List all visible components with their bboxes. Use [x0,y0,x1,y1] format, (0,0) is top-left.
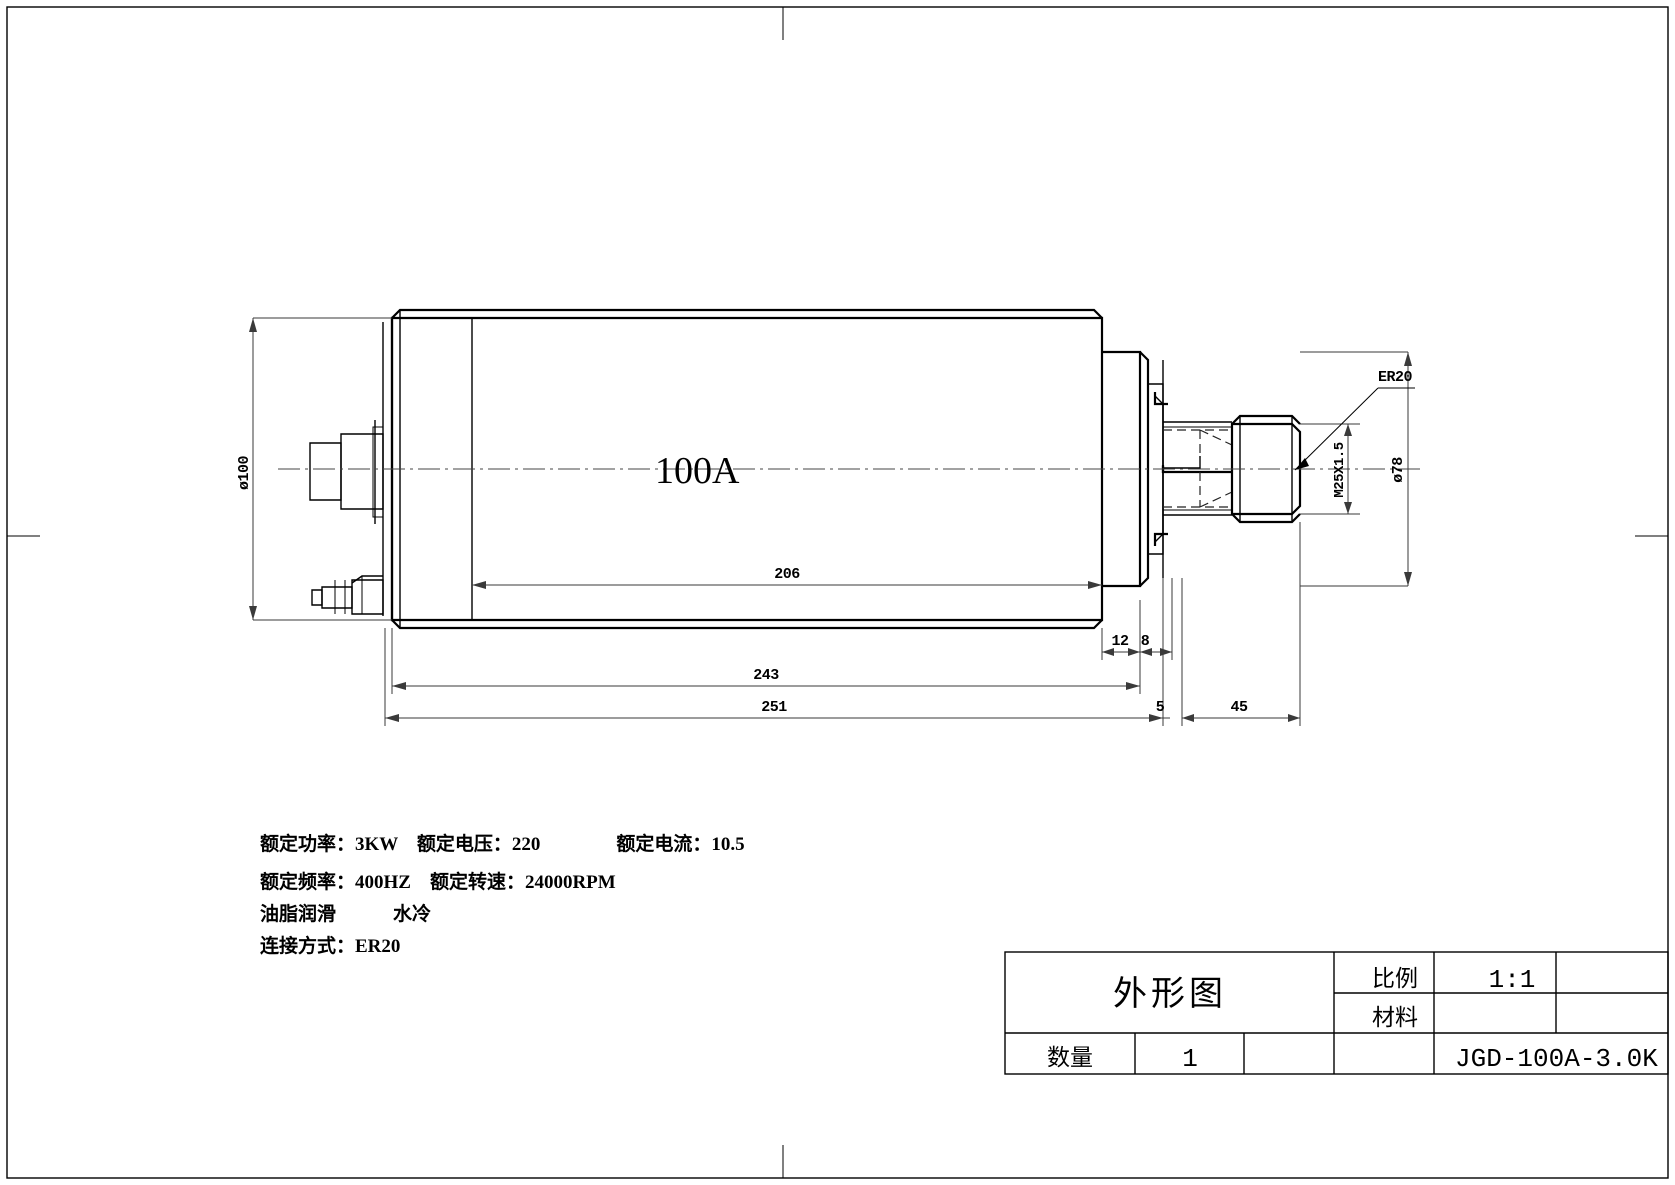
dimension-len-251: 251 [384,578,1164,726]
drawing-frame [6,6,1669,1179]
dimension-thread-m25: M25X1.5 [1300,423,1360,515]
dimension-dia-78: ø78 [1300,351,1412,587]
title-block-quantity-value: 1 [1182,1044,1198,1074]
dimension-label-5: 5 [1156,699,1165,716]
rear-connector-boss [309,420,384,524]
dimension-label-45: 45 [1230,699,1248,716]
dimension-label-m25: M25X1.5 [1332,442,1348,497]
collet-nut [1230,414,1302,524]
dimension-len-206: 206 [472,566,1102,589]
dimension-label-8: 8 [1141,633,1150,650]
dimension-label-206: 206 [774,566,800,583]
dimension-label-dia-78: ø78 [1390,457,1407,483]
collet-shaft [1161,421,1233,516]
specification-block: 额定功率：3KW 额定电压：220 额定电流：10.5 额定频率：400HZ 额… [260,832,745,957]
leader-er20: ER20 [1294,369,1415,471]
title-block: 外形图 比例 1:1 材料 数量 1 JGD-100A-3.0K [1004,951,1669,1075]
dimension-label-251: 251 [761,699,787,716]
dimension-label-er20: ER20 [1378,369,1413,386]
title-block-quantity-label: 数量 [1047,1045,1093,1070]
dimension-label-dia-100: ø100 [236,456,253,491]
spec-line-3: 油脂润滑 水冷 [260,902,431,925]
title-block-part-number: JGD-100A-3.0K [1455,1044,1658,1074]
title-block-drawing-name: 外形图 [1113,975,1227,1013]
part-label: 100A [655,450,740,492]
dimension-len-243: 243 [391,600,1141,694]
dimension-dia-100: ø100 [236,317,392,621]
dimension-len-12: 12 [1101,600,1141,660]
title-block-scale-value: 1:1 [1489,965,1536,995]
spec-line-4: 连接方式：ER20 [260,934,400,957]
dimension-label-12: 12 [1111,633,1129,650]
dimension-len-8: 8 [1140,578,1173,660]
dimension-len-5: 5 [1150,699,1170,719]
dimension-label-243: 243 [753,667,779,684]
water-fitting [311,575,384,615]
dimension-len-45: 45 [1181,522,1301,726]
spec-line-1: 额定功率：3KW 额定电压：220 额定电流：10.5 [260,832,745,855]
title-block-material-label: 材料 [1372,1005,1418,1030]
title-block-scale-label: 比例 [1372,966,1418,991]
spec-line-2: 额定频率：400HZ 额定转速：24000RPM [260,870,616,893]
